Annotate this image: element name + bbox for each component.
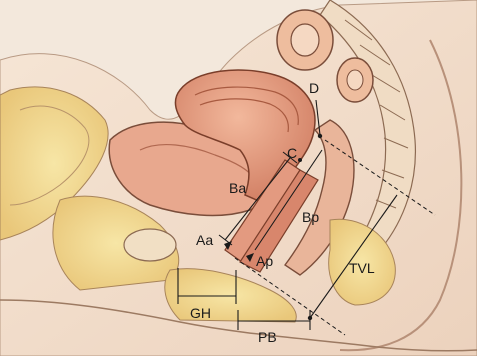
perineal-body-point <box>308 316 312 320</box>
d-point <box>318 134 322 138</box>
c-point <box>298 158 302 162</box>
label-ba: Ba <box>229 180 246 196</box>
label-gh: GH <box>190 305 211 321</box>
label-bp: Bp <box>302 209 319 225</box>
pubic-bone <box>124 229 176 261</box>
label-tvl: TVL <box>349 260 375 276</box>
label-pb: PB <box>258 329 277 345</box>
label-c: C <box>287 145 297 161</box>
label-ap: Ap <box>256 253 273 269</box>
label-d: D <box>309 80 319 96</box>
label-aa: Aa <box>196 232 213 248</box>
